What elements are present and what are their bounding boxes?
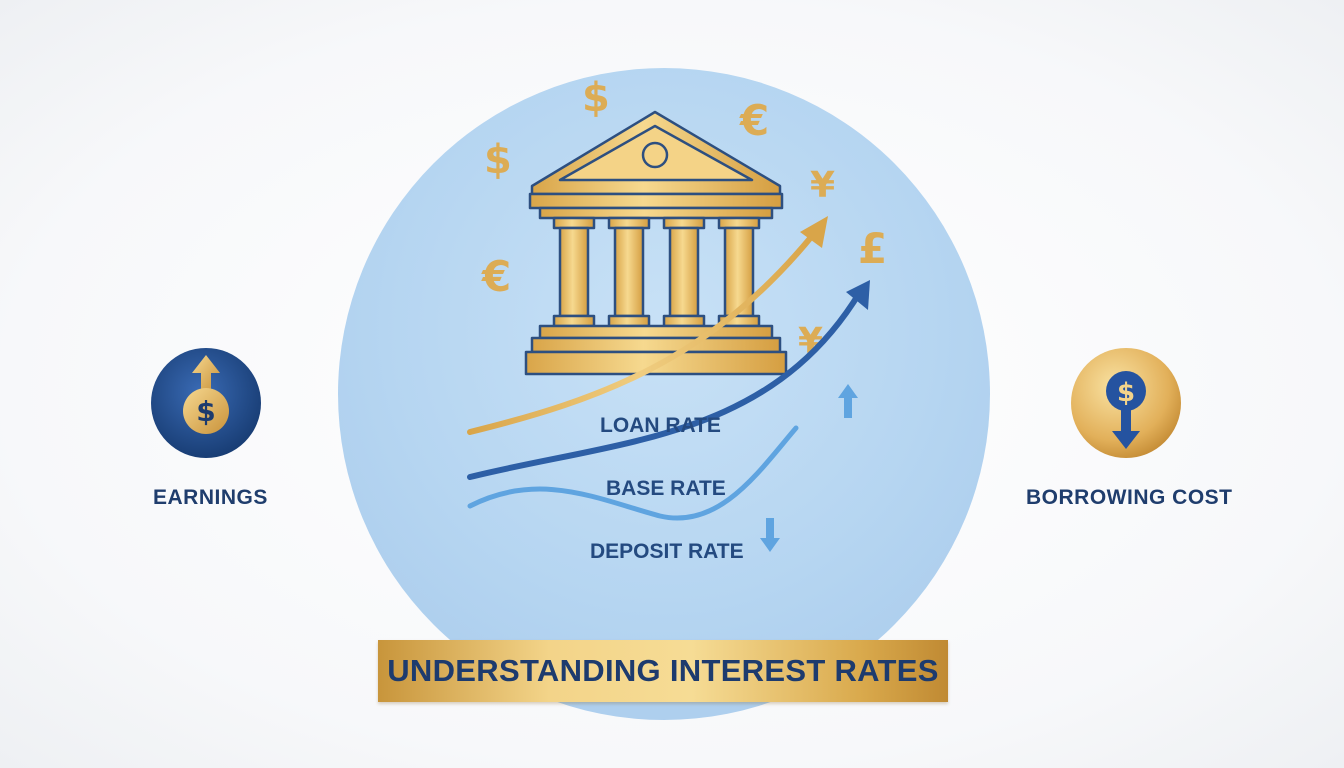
euro-symbol-left: € bbox=[482, 252, 512, 301]
up-arrow-icon bbox=[838, 384, 858, 418]
dollar-symbol-top: $ bbox=[582, 75, 610, 121]
dollar-arrow-down-icon: $ bbox=[1070, 347, 1182, 459]
earnings-label: EARNINGS bbox=[153, 486, 268, 509]
borrowing-cost-label: BORROWING COST bbox=[1026, 486, 1233, 509]
deposit-rate-line bbox=[467, 425, 799, 521]
dollar-symbol-left: $ bbox=[484, 137, 512, 183]
gold-trend-line bbox=[467, 233, 815, 435]
title-banner: UNDERSTANDING INTEREST RATES bbox=[378, 640, 948, 702]
base-rate-label: BASE RATE bbox=[606, 477, 726, 500]
svg-text:$: $ bbox=[196, 395, 215, 428]
pound-symbol: £ bbox=[858, 224, 888, 273]
dollar-arrow-up-icon: $ bbox=[150, 347, 262, 459]
loan-rate-label: LOAN RATE bbox=[600, 414, 721, 437]
euro-symbol-top: € bbox=[740, 96, 770, 145]
page-title: UNDERSTANDING INTEREST RATES bbox=[387, 653, 939, 688]
bank-building-icon bbox=[524, 110, 788, 376]
yen-symbol-top: ¥ bbox=[810, 165, 836, 206]
gold-arrow-head bbox=[800, 216, 828, 248]
deposit-rate-label: DEPOSIT RATE bbox=[590, 540, 744, 563]
navy-arrow-head bbox=[846, 280, 870, 310]
down-arrow-icon bbox=[760, 518, 780, 552]
svg-text:$: $ bbox=[1117, 378, 1135, 408]
loan-rate-line bbox=[467, 289, 863, 480]
